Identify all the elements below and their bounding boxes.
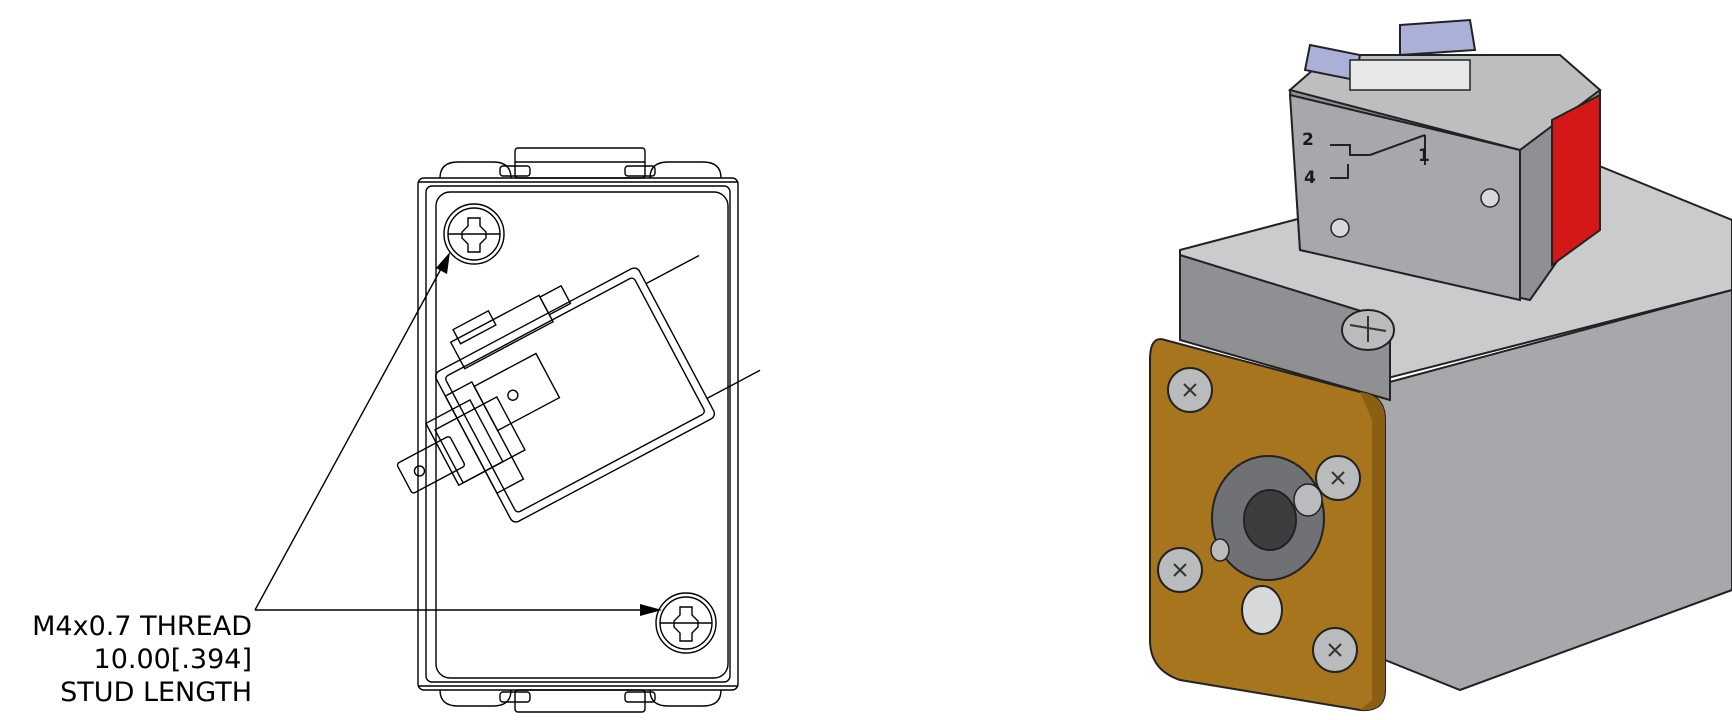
terminal-tab: [1399, 18, 1477, 57]
terminal-label-2: 2: [1302, 130, 1314, 150]
callout-line-length: 10.00[.394]: [93, 644, 252, 675]
actuator-button: [1551, 93, 1601, 267]
thread-callout: M4x0.7 THREAD 10.00[.394] STUD LENGTH: [0, 610, 252, 709]
callout-line-label: STUD LENGTH: [60, 677, 252, 708]
micro-switch-iso: [1287, 18, 1602, 302]
leader-arrow-top: [436, 252, 450, 274]
callout-line-thread: M4x0.7 THREAD: [32, 611, 252, 642]
micro-switch-top-view: [396, 254, 761, 523]
orthographic-view: [254, 147, 761, 713]
terminal-label-1: 1: [1418, 146, 1430, 166]
screw-top-left: [443, 203, 505, 265]
callout-leaders: [254, 255, 660, 611]
screw-bottom-right: [655, 592, 717, 654]
isometric-view: [1149, 18, 1732, 712]
leader-arrow-bottom: [640, 604, 662, 616]
terminal-label-4: 4: [1304, 168, 1316, 188]
